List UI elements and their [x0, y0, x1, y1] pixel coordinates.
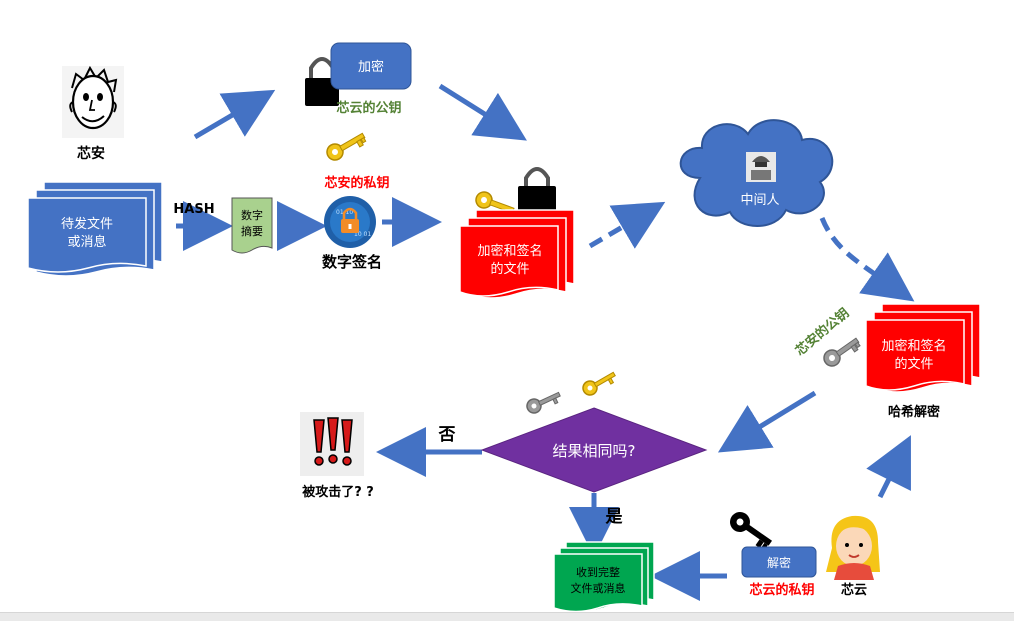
- flow-arrows: [176, 83, 915, 601]
- signed-lock-icon: [518, 167, 556, 212]
- arrow-xinan-to-encrypt: [193, 89, 276, 140]
- encrypt-button[interactable]: [330, 42, 412, 90]
- decrypt-button-label: 解密: [767, 555, 791, 570]
- decision-question: 结果相同吗?: [553, 442, 636, 460]
- attacked-label: 被攻击了? ?: [301, 484, 374, 500]
- encrypt-button-label: 加密: [358, 59, 384, 75]
- xinan-face-icon: [62, 65, 124, 138]
- digital-signature-label: 数字签名: [322, 253, 382, 271]
- alert-exclamation-icon: [300, 412, 364, 476]
- xinyun-public-key-label: 芯云的公钥: [336, 100, 401, 116]
- xinan-label: 芯安: [77, 145, 105, 162]
- arrow-right-doc-to-decision: [717, 390, 817, 453]
- received-document-line2: 文件或消息: [571, 581, 626, 595]
- footer-bar: [0, 612, 1014, 621]
- digest-label-line2: 摘要: [241, 224, 263, 238]
- source-document-stack: [27, 181, 163, 277]
- source-document-label-line1: 待发文件: [61, 216, 113, 232]
- xinan-private-key-label: 芯安的私钥: [324, 175, 389, 191]
- decision-diamond: [480, 407, 708, 493]
- hash-decrypt-label: 哈希解密: [888, 404, 940, 420]
- arrow-signed-doc-to-attacker: [588, 201, 666, 249]
- xinyun-private-key-label: 芯云的私钥: [749, 582, 814, 598]
- digest-document: [231, 197, 273, 254]
- xinyun-face-icon: [826, 515, 880, 580]
- arrow-xinyun-to-right-doc: [866, 435, 911, 499]
- attacker-label: 中间人: [740, 193, 779, 208]
- hacker-icon: [746, 152, 776, 182]
- signed-document-top-line2: 的文件: [490, 261, 529, 277]
- comparison-keys-icon: [526, 371, 616, 414]
- digital-signature-lock-icon: 01 10 10 01: [324, 196, 376, 248]
- xinan-private-key-icon: [326, 132, 367, 161]
- xinyun-private-key-icon: [730, 512, 773, 550]
- arrow-encrypt-to-signed-doc: [438, 83, 527, 141]
- signed-document-stack-top: [459, 209, 575, 299]
- received-document-line1: 收到完整: [576, 565, 620, 579]
- svg-text:10 01: 10 01: [354, 231, 371, 238]
- hash-label: HASH: [173, 202, 214, 217]
- source-document-label-line2: 或消息: [67, 234, 106, 250]
- decrypt-button[interactable]: [741, 546, 817, 578]
- signed-document-top-line1: 加密和签名: [477, 243, 542, 259]
- xinan-public-key-icon: [823, 337, 861, 367]
- gold-key-icon: [582, 371, 616, 396]
- signed-document-right-line1: 加密和签名: [881, 338, 946, 354]
- signed-document-right-line2: 的文件: [894, 356, 933, 372]
- signed-document-stack-right: [865, 303, 981, 393]
- xinyun-label: 芯云: [841, 582, 867, 598]
- decision-yes-label: 是: [606, 507, 623, 527]
- received-document-stack: [553, 541, 655, 613]
- decision-no-label: 否: [438, 425, 456, 445]
- gray-key-icon: [526, 391, 561, 414]
- digest-label-line1: 数字: [241, 208, 263, 222]
- arrow-attacker-to-right-doc: [819, 217, 915, 302]
